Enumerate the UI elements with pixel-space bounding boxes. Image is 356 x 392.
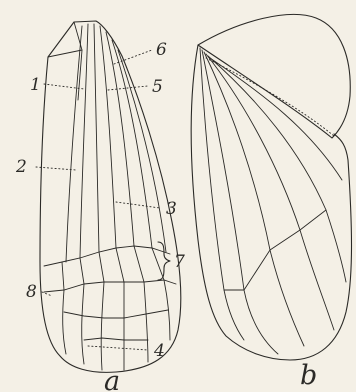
wing-b-cell-vein [300, 230, 334, 330]
label-6: 6 [156, 40, 167, 60]
wing-a-cell-vein [84, 338, 148, 340]
label-2-leader [36, 167, 76, 170]
wing-a-cell-vein [134, 246, 144, 282]
wing-a-cell-vein [62, 262, 64, 290]
panel-b-caption: b [300, 360, 317, 391]
label-1: 1 [30, 75, 41, 95]
wing-a-cell-vein [80, 258, 84, 284]
wing-a: 1 2 3 4 5 6 7 8 a [15, 21, 185, 392]
wing-b-cell-vein [270, 210, 326, 250]
label-7-brace [158, 242, 170, 280]
wing-b-cell-vein [270, 250, 304, 346]
label-7: 7 [174, 252, 185, 272]
label-8: 8 [26, 282, 37, 302]
label-1-leader [44, 84, 84, 89]
panel-a-caption: a [104, 366, 120, 392]
wing-b-outline [191, 45, 351, 360]
label-8-leader [42, 292, 52, 296]
wing-b: b [191, 14, 351, 391]
wing-a-cell-vein [82, 284, 84, 364]
wing-a-outline [40, 21, 181, 372]
label-5-leader [108, 86, 148, 90]
wing-a-cell-vein [99, 252, 104, 282]
wing-b-vein [200, 48, 224, 290]
wing-b-upper-lobe [198, 14, 350, 138]
label-3: 3 [166, 199, 177, 219]
wing-b-vein [208, 56, 326, 210]
wing-a-vein [100, 26, 116, 248]
wing-a-cell-vein [152, 248, 164, 280]
wing-b-cell-vein [326, 210, 346, 282]
wing-b-cell-vein [244, 290, 278, 354]
wing-b-cell-vein [224, 290, 244, 340]
wing-a-cell-vein [63, 290, 66, 354]
wing-b-vein [204, 52, 270, 250]
wing-a-vein [66, 26, 82, 262]
label-5: 5 [152, 77, 163, 97]
wing-b-vein [202, 50, 244, 290]
wing-a-cell-vein [64, 310, 168, 318]
label-2: 2 [15, 157, 27, 177]
wing-b-cell-vein [224, 250, 270, 290]
label-3-leader [116, 202, 160, 208]
wing-a-cell-vein [116, 248, 124, 282]
wing-a-cell-vein [101, 282, 104, 370]
label-4: 4 [153, 341, 165, 361]
wing-a-vein [94, 24, 99, 252]
wing-a-crossvein-band [44, 246, 170, 266]
label-4-leader [88, 346, 148, 350]
